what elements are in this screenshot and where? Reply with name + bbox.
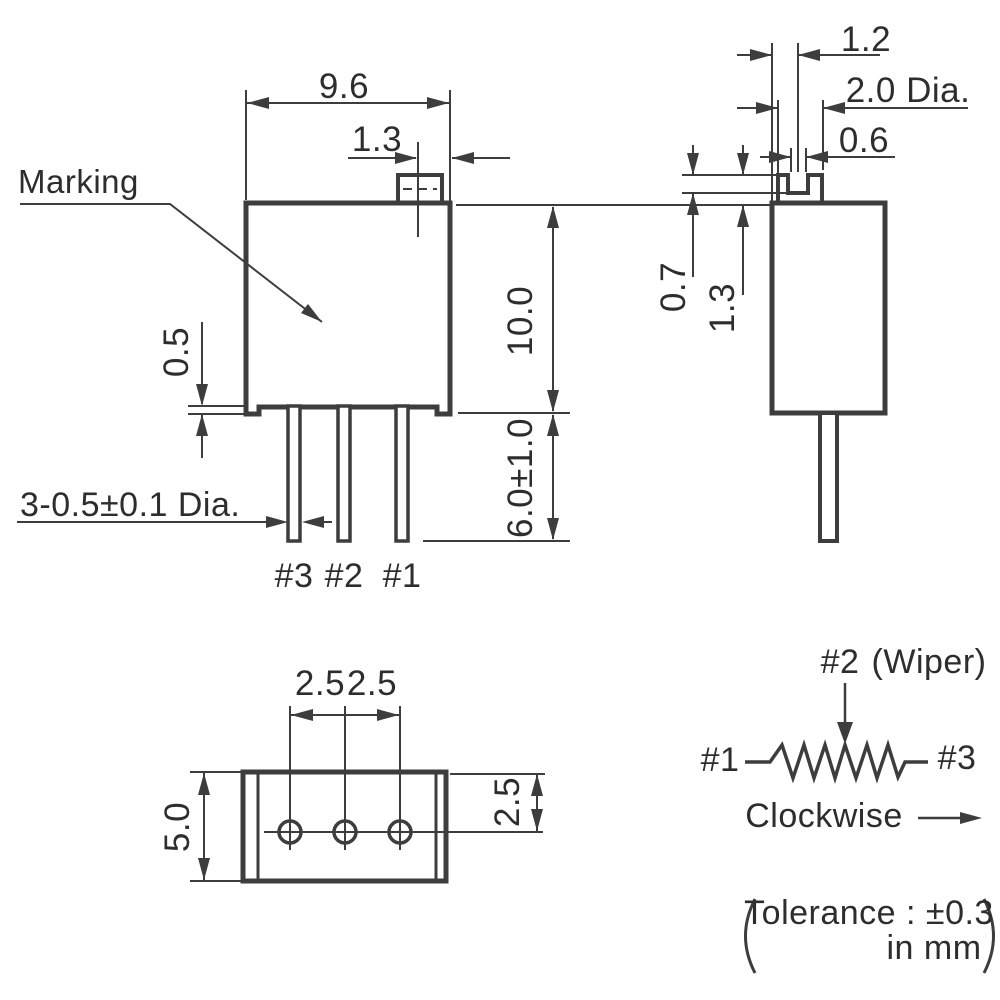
front-pin-dia-dim: 3-0.5±0.1 Dia.: [20, 486, 241, 524]
front-width-dim: 9.6: [318, 66, 370, 106]
wiper-arrow: [837, 722, 853, 744]
front-standoff-dim: 0.5: [156, 326, 196, 378]
side-view: [682, 43, 968, 543]
tolerance-paren-left: [744, 898, 757, 974]
marking-label: Marking: [18, 162, 139, 200]
mounting-hole-2: [332, 819, 358, 845]
pin-label-3: #3: [274, 557, 314, 595]
front-dimension-arrows: [196, 97, 559, 540]
front-pin-length-dim: 6.0±1.0: [500, 417, 540, 539]
front-screw-offset-dim: 1.3: [351, 119, 403, 159]
tolerance-paren-right: [982, 898, 995, 974]
schematic-pin-left-label: #1: [700, 741, 740, 779]
bottom-pitch-left-dim: 2.5: [294, 663, 346, 703]
pin-label-1: #1: [382, 557, 422, 595]
bottom-pitch-right-dim: 2.5: [346, 663, 398, 703]
side-body-outline: [769, 200, 888, 416]
tolerance-units: in mm: [886, 929, 982, 967]
schematic-wiper-note-label: (Wiper): [871, 643, 987, 681]
schematic-rotation-label: Clockwise: [745, 797, 903, 835]
side-slot-width-dim: 0.6: [838, 120, 890, 160]
front-body-outline: [243, 200, 453, 417]
side-screw-center-dim: 1.2: [840, 19, 892, 59]
mounting-hole-1: [387, 819, 413, 845]
side-screw-dia-dim: 2.0 Dia.: [845, 70, 971, 110]
mounting-hole-3: [277, 819, 303, 845]
front-dimension-lines: [17, 90, 772, 542]
side-dimension-lines: [682, 43, 968, 295]
front-pin-2: [336, 404, 352, 543]
front-screw-tab: [396, 173, 444, 205]
front-pin-3: [286, 404, 302, 543]
schematic-wiper-pin-label: #2: [820, 643, 860, 681]
schematic-symbol: [744, 683, 995, 974]
front-pin-1: [394, 404, 410, 543]
bottom-view: [190, 706, 545, 884]
bottom-dimension-arrows: [198, 709, 543, 880]
clockwise-arrow: [960, 812, 982, 824]
side-dimension-arrows: [687, 49, 845, 227]
schematic-pin-right-label: #3: [937, 739, 977, 777]
resistor-zigzag: [745, 739, 928, 785]
bottom-row-offset-dim: 2.5: [487, 776, 527, 828]
side-head-height-dim: 1.3: [702, 282, 742, 334]
bottom-depth-dim: 5.0: [157, 801, 197, 853]
front-height-dim: 10.0: [500, 285, 540, 357]
side-slot-depth-dim: 0.7: [653, 261, 693, 313]
marking-leader-line: [20, 203, 323, 323]
marking-arrow: [301, 304, 322, 322]
side-screw-slot-profile: [776, 173, 824, 203]
tolerance-note: Tolerance : ±0.3: [744, 894, 994, 932]
front-view: [17, 90, 772, 543]
bottom-body-outline: [240, 769, 449, 884]
side-pin: [818, 411, 839, 543]
pin-label-2: #2: [324, 557, 364, 595]
